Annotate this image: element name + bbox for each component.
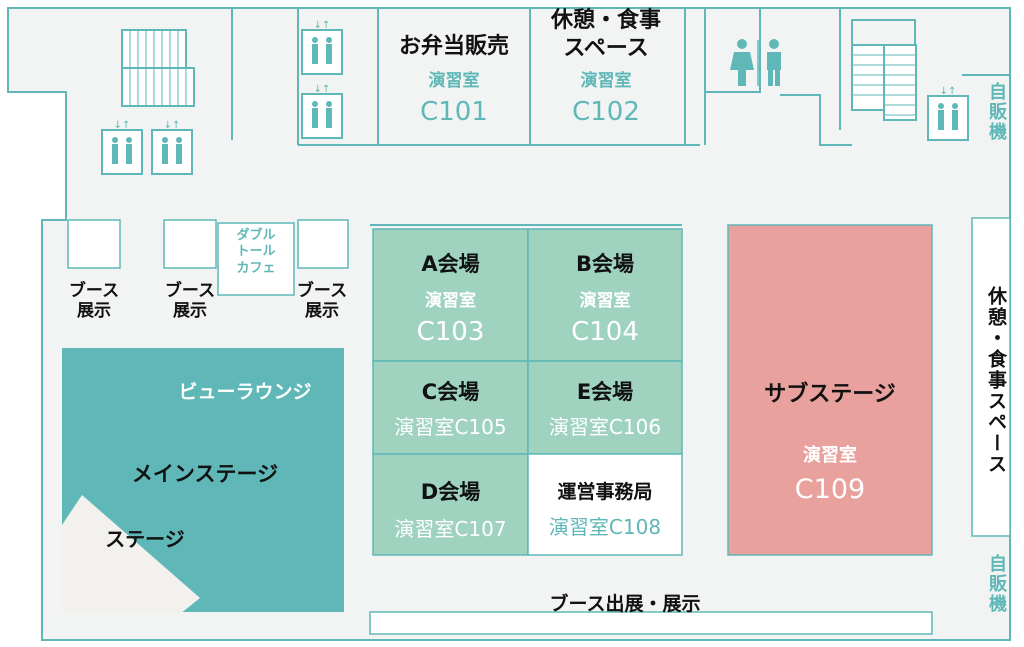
room-a-name: A会場 <box>421 252 480 276</box>
room-d-room: 演習室C107 <box>394 517 507 541</box>
elevator-icon: ↓↑ <box>151 120 193 175</box>
restroom-icon <box>730 39 781 86</box>
elevator-icon: ↓↑ <box>301 20 343 75</box>
booth-3-line2: 展示 <box>305 300 339 321</box>
room-c-room: 演習室C105 <box>394 415 507 439</box>
booth-1-line1: ブース <box>68 281 120 301</box>
cafe-line2: トール <box>236 244 276 260</box>
booth-squares <box>67 219 349 296</box>
sub-stage-area <box>727 224 933 556</box>
room-b-room-label: 演習室 <box>579 291 631 311</box>
stairs-icon <box>121 29 195 107</box>
view-lounge-label: ビューラウンジ <box>178 381 312 403</box>
room-e-name: E会場 <box>576 380 634 404</box>
room-a-room-label: 演習室 <box>425 291 476 311</box>
booth-2-label: ブース 展示 <box>154 281 226 321</box>
main-stage-label: メインステージ <box>131 462 279 486</box>
cafe-line3: カフェ <box>236 260 276 276</box>
cafe-label: ダブル トール カフェ <box>218 228 294 277</box>
stage-platform <box>62 495 200 614</box>
booth-2-line1: ブース <box>164 281 216 301</box>
vending-bottom-label: 自販機 <box>986 554 1007 614</box>
elevator-icon: ↓↑ <box>927 86 969 141</box>
sub-stage-name: サブステージ <box>764 382 896 407</box>
svg-text:↓↑: ↓↑ <box>164 120 181 131</box>
svg-text:↓↑: ↓↑ <box>314 20 331 31</box>
room-b-name: B会場 <box>575 252 634 276</box>
bento-room-no: C101 <box>420 97 488 127</box>
right-rest-strip <box>971 217 1011 537</box>
room-d-name: D会場 <box>420 480 481 504</box>
booth-1-label: ブース 展示 <box>58 281 130 321</box>
room-c-name: C会場 <box>421 380 480 404</box>
svg-text:↓↑: ↓↑ <box>940 86 957 97</box>
room-a-room-no: C103 <box>416 317 485 347</box>
rest-right-label: 休憩・食事スペース <box>985 286 1007 475</box>
booth-3-label: ブース 展示 <box>286 281 358 321</box>
svg-text:↓↑: ↓↑ <box>114 120 131 131</box>
rest-top-room-label: 演習室 <box>580 71 632 91</box>
cafe-line1: ダブル <box>236 228 276 243</box>
stairs-icon <box>851 19 917 121</box>
vending-top-label: 自販機 <box>986 82 1007 142</box>
bento-room-label: 演習室 <box>428 71 480 91</box>
office-name: 運営事務局 <box>557 481 653 503</box>
booth-3-line1: ブース <box>296 281 348 301</box>
elevator-icon: ↓↑ <box>301 84 343 139</box>
svg-text:↓↑: ↓↑ <box>314 84 331 95</box>
booth-bottom-label: ブース出展・展示 <box>549 593 701 615</box>
room-e-room: 演習室C106 <box>548 415 662 439</box>
rest-top-name-1: 休憩・食事 <box>550 8 661 33</box>
bento-name: お弁当販売 <box>398 34 509 59</box>
elevator-icon: ↓↑ <box>101 120 143 175</box>
rest-top-name-2: スペース <box>563 36 649 61</box>
room-b-room-no: C104 <box>571 317 639 347</box>
top-walls <box>65 8 1010 226</box>
sub-stage-room-no: C109 <box>794 474 866 505</box>
booth-1-line2: 展示 <box>77 300 111 321</box>
booth-2-line2: 展示 <box>173 300 207 321</box>
bottom-booth-strip <box>369 611 933 635</box>
green-room-block <box>372 228 683 556</box>
sub-stage-room-label: 演習室 <box>803 445 857 466</box>
office-room: 演習室C108 <box>548 515 662 539</box>
stage-label: ステージ <box>105 527 185 551</box>
rest-top-room-no: C102 <box>572 97 640 127</box>
